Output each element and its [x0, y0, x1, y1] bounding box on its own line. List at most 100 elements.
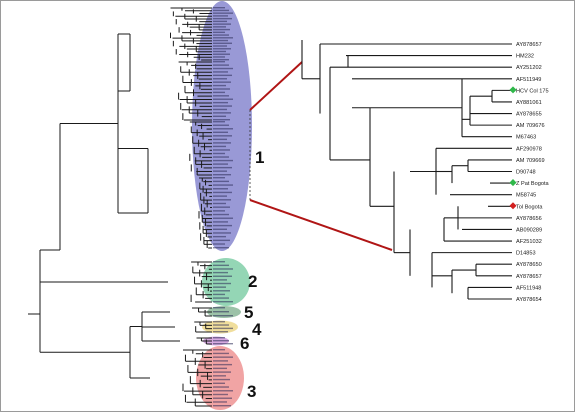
- leaf-label-glyph: [213, 202, 226, 205]
- sample-marker-icon: [509, 202, 517, 210]
- leaf-label-glyph: [213, 375, 226, 377]
- subtree-leaf-label: AF511949: [516, 77, 541, 83]
- clade-2-number: 2: [248, 272, 257, 291]
- leaf-label-glyph: [213, 401, 227, 403]
- leaf-label-glyph: [213, 321, 225, 323]
- leaf-label-glyph: [213, 371, 231, 373]
- leaf-label-glyph: [213, 98, 233, 100]
- leaf-label-glyph: [213, 261, 225, 263]
- leaf-label-glyph: [213, 170, 227, 172]
- leaf-label-glyph: [213, 61, 225, 63]
- leaf-label-glyph: [213, 28, 230, 31]
- subtree-leaf-label: AY878657: [516, 274, 542, 280]
- leaf-label-glyph: [213, 206, 230, 208]
- leaf-label-glyph: [213, 7, 225, 9]
- leaf-label-glyph: [213, 311, 229, 313]
- leaf-label-glyph: [213, 115, 226, 117]
- leaf-label-glyph: [213, 199, 231, 201]
- leaf-label-glyph: [213, 293, 225, 296]
- leaf-label-glyph: [213, 393, 228, 396]
- clade-6-number: 6: [240, 334, 249, 353]
- leaf-label-glyph: [213, 297, 229, 299]
- leaf-label-glyph: [213, 307, 225, 309]
- leaf-label-glyph: [213, 180, 229, 183]
- leaf-label-glyph: [213, 349, 225, 351]
- subtree-leaf-label: AM 709676: [516, 123, 545, 129]
- subtree-leaf-label: AY878654: [516, 297, 542, 303]
- sample-marker-icon: [509, 86, 517, 94]
- subtree-leaf-label: AY878657: [516, 42, 542, 48]
- leaf-label-glyph: [213, 145, 226, 148]
- clade-5-number: 5: [244, 303, 253, 322]
- clade-number-labels: 1 2 5 4 6 3: [240, 148, 264, 401]
- leaf-label-glyph: [213, 112, 231, 114]
- leaf-label-glyph: [213, 131, 228, 133]
- leaf-label-glyph: [213, 177, 225, 179]
- leaf-label-glyph: [213, 360, 228, 362]
- leaf-label-glyph: [213, 128, 233, 130]
- leaf-label-glyph: [213, 15, 228, 17]
- leaf-label-glyph: [213, 363, 232, 366]
- subtree-leaf-label: AB090289: [516, 227, 542, 233]
- subtree-leaf-label: AF251032: [516, 239, 542, 245]
- leaf-label-glyph: [213, 56, 225, 58]
- subtree-leaf-label: M58745: [516, 193, 536, 199]
- leaf-label-glyph: [213, 378, 230, 381]
- subtree-leaf-label: AY878650: [516, 262, 542, 268]
- leaf-label-glyph: [213, 191, 232, 194]
- subtree-leaf-label: AF511948: [516, 285, 541, 291]
- leaf-label-glyph: [213, 324, 229, 326]
- clade-4-number: 4: [252, 320, 262, 339]
- leaf-label-glyph: [213, 108, 227, 111]
- leaf-label-glyph: [213, 67, 233, 70]
- leaf-label-glyph: [213, 159, 233, 162]
- subtree-leaf-label: AY251202: [516, 65, 542, 71]
- leaf-label-glyph: [213, 210, 225, 212]
- leaf-label-glyph: [213, 301, 233, 303]
- leaf-label-glyph: [213, 135, 232, 137]
- leaf-label-glyph: [213, 156, 229, 158]
- subtree-leaf-label: AY881061: [516, 100, 542, 106]
- leaf-label-glyph: [213, 95, 229, 97]
- leaf-label-glyph: [213, 84, 226, 87]
- leaf-label-glyph: [213, 386, 229, 388]
- leaf-label-glyph: [213, 74, 232, 77]
- clade-1-number: 1: [255, 148, 264, 167]
- leaf-label-glyph: [213, 184, 233, 186]
- leaf-label-glyph: [213, 39, 228, 42]
- leaf-label-glyph: [213, 64, 229, 66]
- subtree-leaf-label: D90748: [516, 170, 536, 176]
- leaf-label-glyph: [213, 390, 233, 392]
- leaf-label-glyph: [213, 290, 230, 292]
- leaf-label-glyph: [213, 91, 225, 94]
- leaf-label-glyph: [213, 48, 231, 50]
- leaf-label-glyph: [213, 356, 233, 358]
- zoom-connector-bottom: [249, 199, 393, 251]
- leaf-label-glyph: [213, 243, 225, 245]
- leaf-label-glyph: [213, 217, 233, 219]
- leaf-label-glyph: [213, 124, 229, 126]
- leaf-label-glyph: [213, 232, 231, 234]
- leaf-label-glyph: [213, 37, 233, 39]
- leaf-label-glyph: [213, 343, 233, 345]
- leaf-label-glyph: [213, 221, 228, 223]
- leaf-label-glyph: [213, 166, 232, 169]
- leaf-label-glyph: [213, 239, 230, 242]
- subtree-leaf-label: AY878656: [516, 216, 542, 222]
- leaf-label-glyph: [213, 50, 226, 53]
- leaf-label-glyph: [213, 53, 230, 55]
- leaf-label-glyph: [213, 268, 233, 270]
- leaf-label-glyph: [213, 188, 228, 190]
- leaf-label-glyph: [213, 26, 226, 28]
- leaf-label-glyph: [213, 382, 225, 384]
- leaf-label-glyph: [213, 31, 225, 34]
- leaf-label-glyph: [213, 405, 231, 407]
- leaf-label-glyph: [213, 315, 233, 317]
- leaf-label-glyph: [213, 282, 231, 285]
- leaf-label-glyph: [213, 105, 232, 107]
- leaf-label-glyph: [213, 213, 229, 216]
- leaf-label-glyph: [213, 275, 232, 277]
- leaf-label-glyph: [213, 195, 227, 197]
- subtree-leaf-label: AM 709669: [516, 158, 545, 164]
